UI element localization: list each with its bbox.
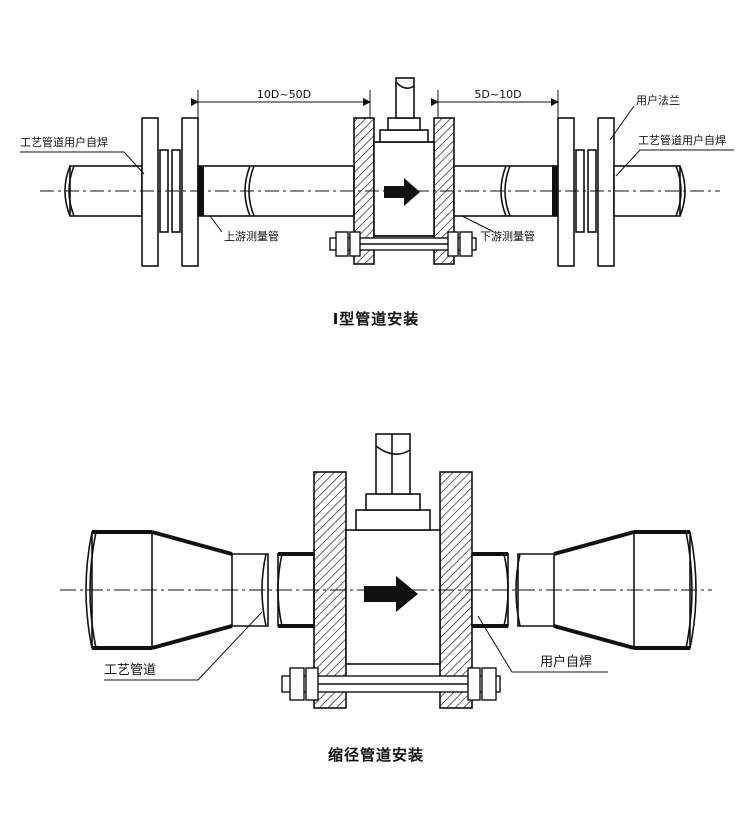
user-flange-label: 用户法兰 (636, 93, 680, 107)
leader-lines-2 (104, 611, 608, 681)
dimension-lines (191, 90, 559, 166)
left-process-pipe (64, 165, 143, 217)
upstream-pipe-label: 上游测量管 (224, 229, 279, 243)
flow-direction-arrow-icon (384, 178, 420, 206)
leader-lines (20, 105, 734, 233)
left-flange-pair (141, 117, 199, 267)
i-type-installation-diagram: 10D~50D 5D~10D 工艺管道用户自焊 工艺管道用户自焊 用户法兰 上游… (20, 77, 734, 328)
user-weld-label: 用户自焊 (540, 654, 592, 670)
diagram1-caption: I型管道安装 (333, 310, 420, 328)
flow-direction-arrow-icon-2 (364, 576, 418, 612)
reduced-diameter-installation-diagram: 工艺管道 用户自焊 缩径管道安装 (60, 433, 712, 764)
right-flange-pair (557, 117, 615, 267)
meter-body-2 (313, 433, 473, 709)
meter-bolts (329, 231, 477, 257)
meter-body (353, 77, 455, 265)
dim-upstream-label: 10D~50D (257, 88, 311, 101)
right-weld-label: 工艺管道用户自焊 (638, 133, 726, 147)
downstream-pipe-label: 下游测量管 (480, 229, 535, 243)
dim-downstream-label: 5D~10D (474, 88, 521, 101)
meter-bolts-2 (281, 667, 501, 701)
diagram2-caption: 缩径管道安装 (328, 746, 424, 764)
process-pipe-label: 工艺管道 (104, 663, 156, 678)
left-weld-label: 工艺管道用户自焊 (20, 135, 108, 149)
